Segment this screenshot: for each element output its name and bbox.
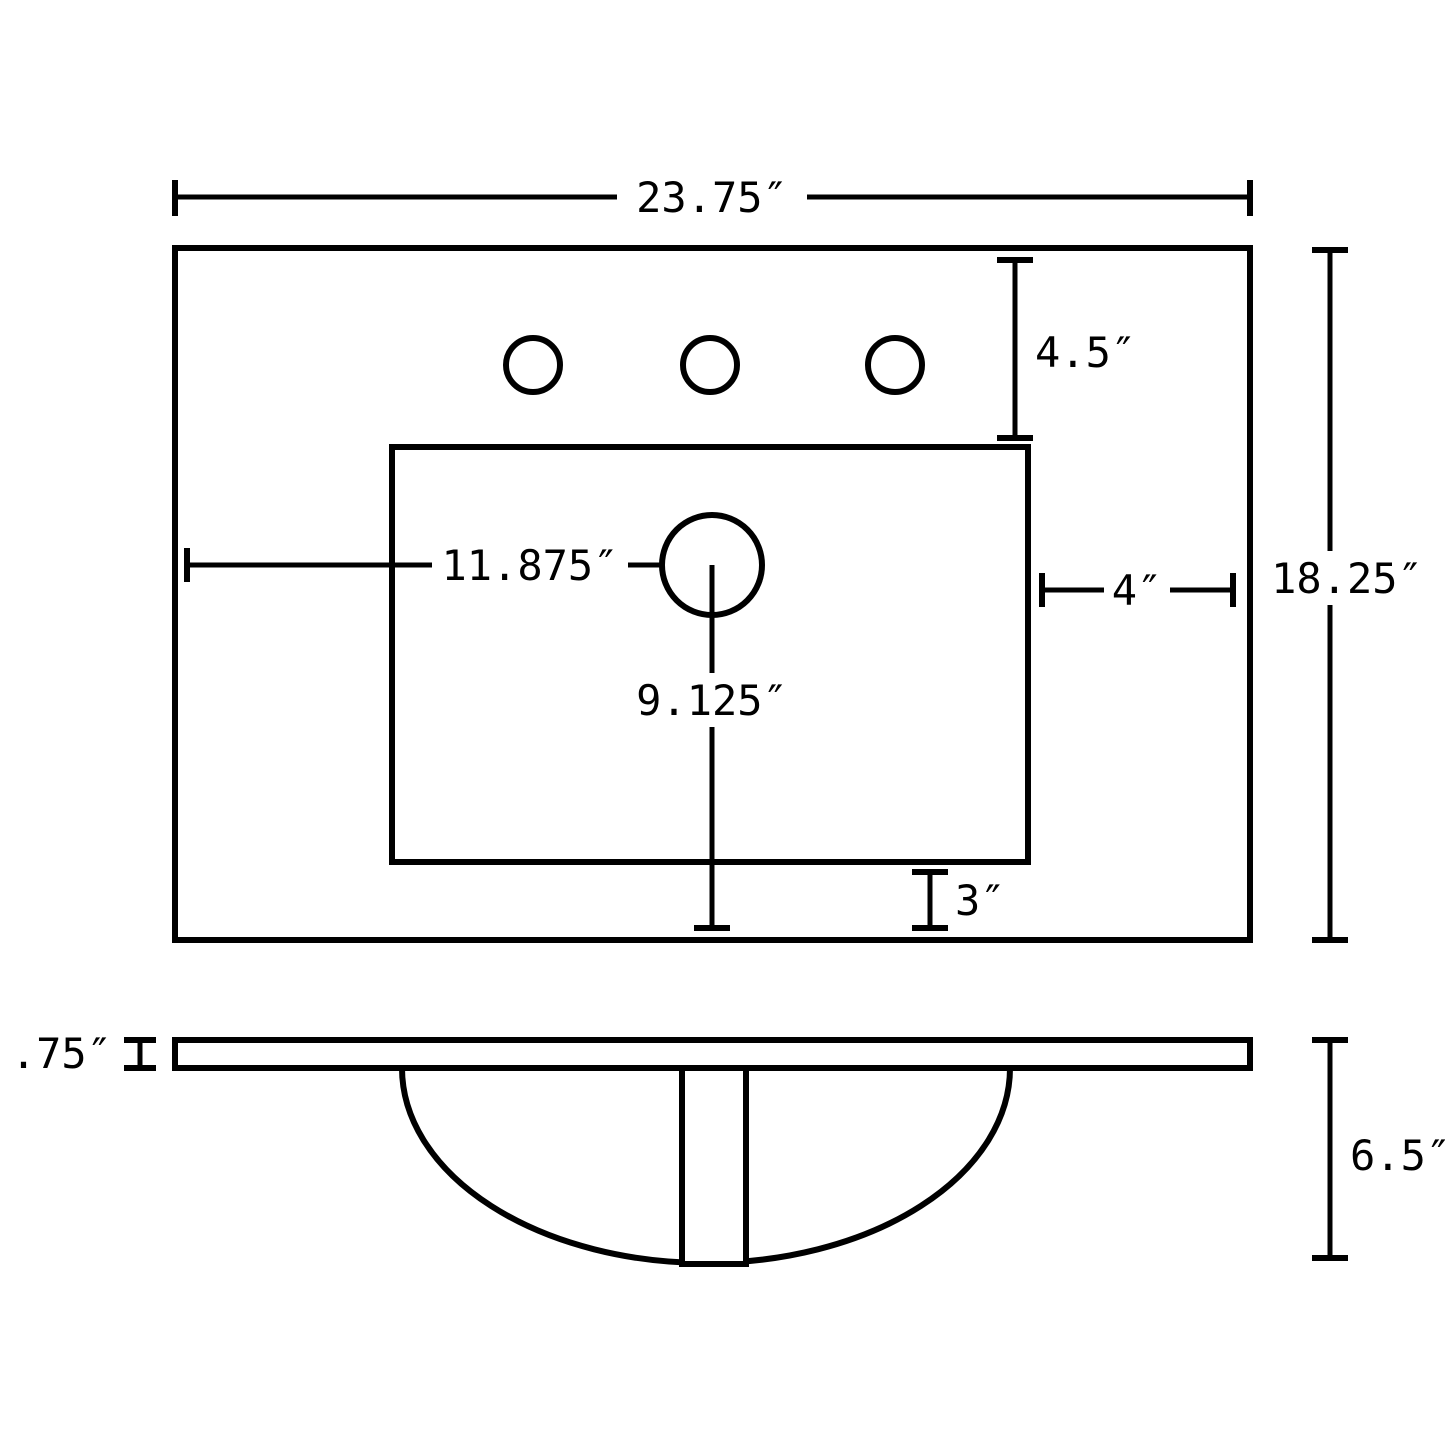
dim-label-overall-width: 23.75″ (636, 173, 788, 222)
dim-overall-width: 23.75″ (172, 170, 1253, 224)
dim-faucet-offset: 4.5″ (997, 257, 1136, 441)
dim-bowl-depth: 6.5″ (1312, 1037, 1445, 1261)
dim-label-drain-from-left: 11.875″ (441, 541, 618, 590)
drain-pipe (679, 1065, 749, 1267)
faucet-hole-left (503, 335, 563, 395)
dim-basin-to-edge: 3″ (912, 869, 1006, 931)
dim-label-faucet-spread: 4″ (1112, 566, 1163, 615)
dim-overall-depth: 18.25″ (1258, 247, 1436, 943)
label-backdrop (623, 673, 801, 727)
dim-label-overall-depth: 18.25″ (1271, 554, 1423, 603)
faucet-hole-right (865, 335, 925, 395)
dim-label-bowl-depth: 6.5″ (1350, 1131, 1445, 1180)
label-backdrop (617, 170, 807, 224)
label-backdrop (432, 538, 628, 592)
label-backdrop (1258, 551, 1436, 605)
faucet-hole-center (680, 335, 740, 395)
dim-drain-from-back: 9.125″ (623, 565, 801, 931)
dim-faucet-spread: 4″ (1039, 563, 1236, 617)
dim-label-basin-to-edge: 3″ (955, 876, 1006, 925)
dim-label-slab-thickness: .75″ (11, 1029, 112, 1078)
dim-label-faucet-offset: 4.5″ (1035, 328, 1136, 377)
dim-slab-thickness: .75″ (11, 1029, 156, 1078)
front-view (172, 1037, 1253, 1267)
slab-profile (172, 1037, 1253, 1071)
dim-drain-from-left: 11.875″ (184, 538, 661, 592)
label-backdrop (1104, 563, 1170, 617)
countertop-outline (172, 245, 1253, 943)
dim-label-drain-from-back: 9.125″ (636, 676, 788, 725)
